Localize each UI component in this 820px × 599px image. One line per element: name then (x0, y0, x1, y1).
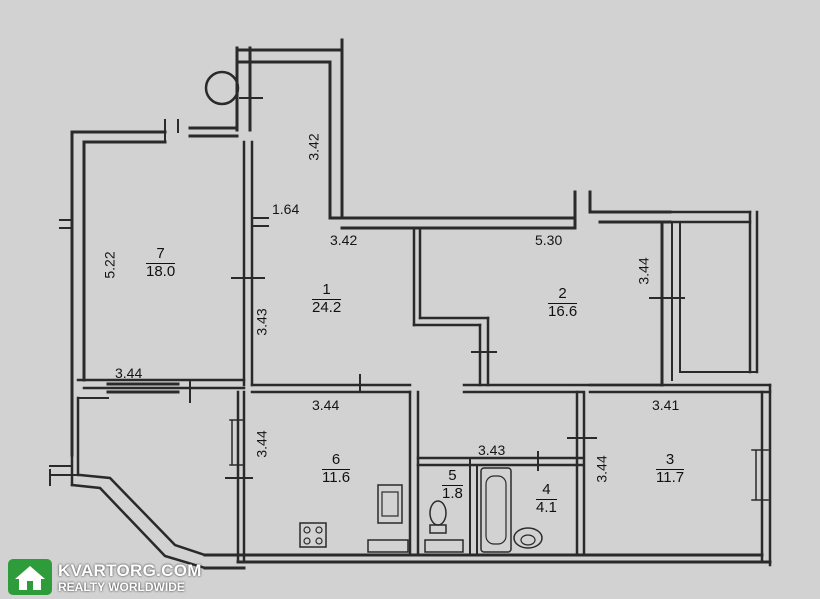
house-icon (8, 559, 52, 595)
dimension-label: 5.22 (101, 251, 118, 279)
dimension-label: 5.30 (535, 232, 563, 248)
logo-name: KVARTORG.COM (58, 561, 202, 580)
room-label-7: 7 18.0 (146, 245, 176, 280)
dimension-label: 3.43 (253, 308, 270, 336)
room-label-3: 3 11.7 (656, 451, 685, 486)
dimension-label: 3.44 (253, 430, 270, 458)
dimension-label: 3.44 (312, 397, 340, 413)
room-label-2: 2 16.6 (548, 285, 578, 320)
room-label-1: 1 24.2 (312, 281, 342, 316)
dimension-label: 3.42 (330, 232, 358, 248)
dimension-label: 3.41 (652, 397, 680, 413)
dimension-label: 3.43 (478, 442, 506, 458)
dimension-label: 1.64 (272, 201, 300, 217)
room-label-5: 5 1.8 (442, 467, 463, 502)
dimension-label: 3.42 (305, 133, 322, 161)
dimension-label: 3.44 (593, 455, 610, 483)
logo-tagline: REALTY WORLDWIDE (58, 580, 185, 594)
room-label-6: 6 11.6 (322, 451, 351, 486)
dimension-label: 3.44 (115, 365, 143, 381)
room-label-4: 4 4.1 (536, 481, 557, 516)
dimension-label: 3.44 (635, 257, 652, 285)
kvartorg-logo: KVARTORG.COM REALTY WORLDWIDE (8, 559, 201, 597)
